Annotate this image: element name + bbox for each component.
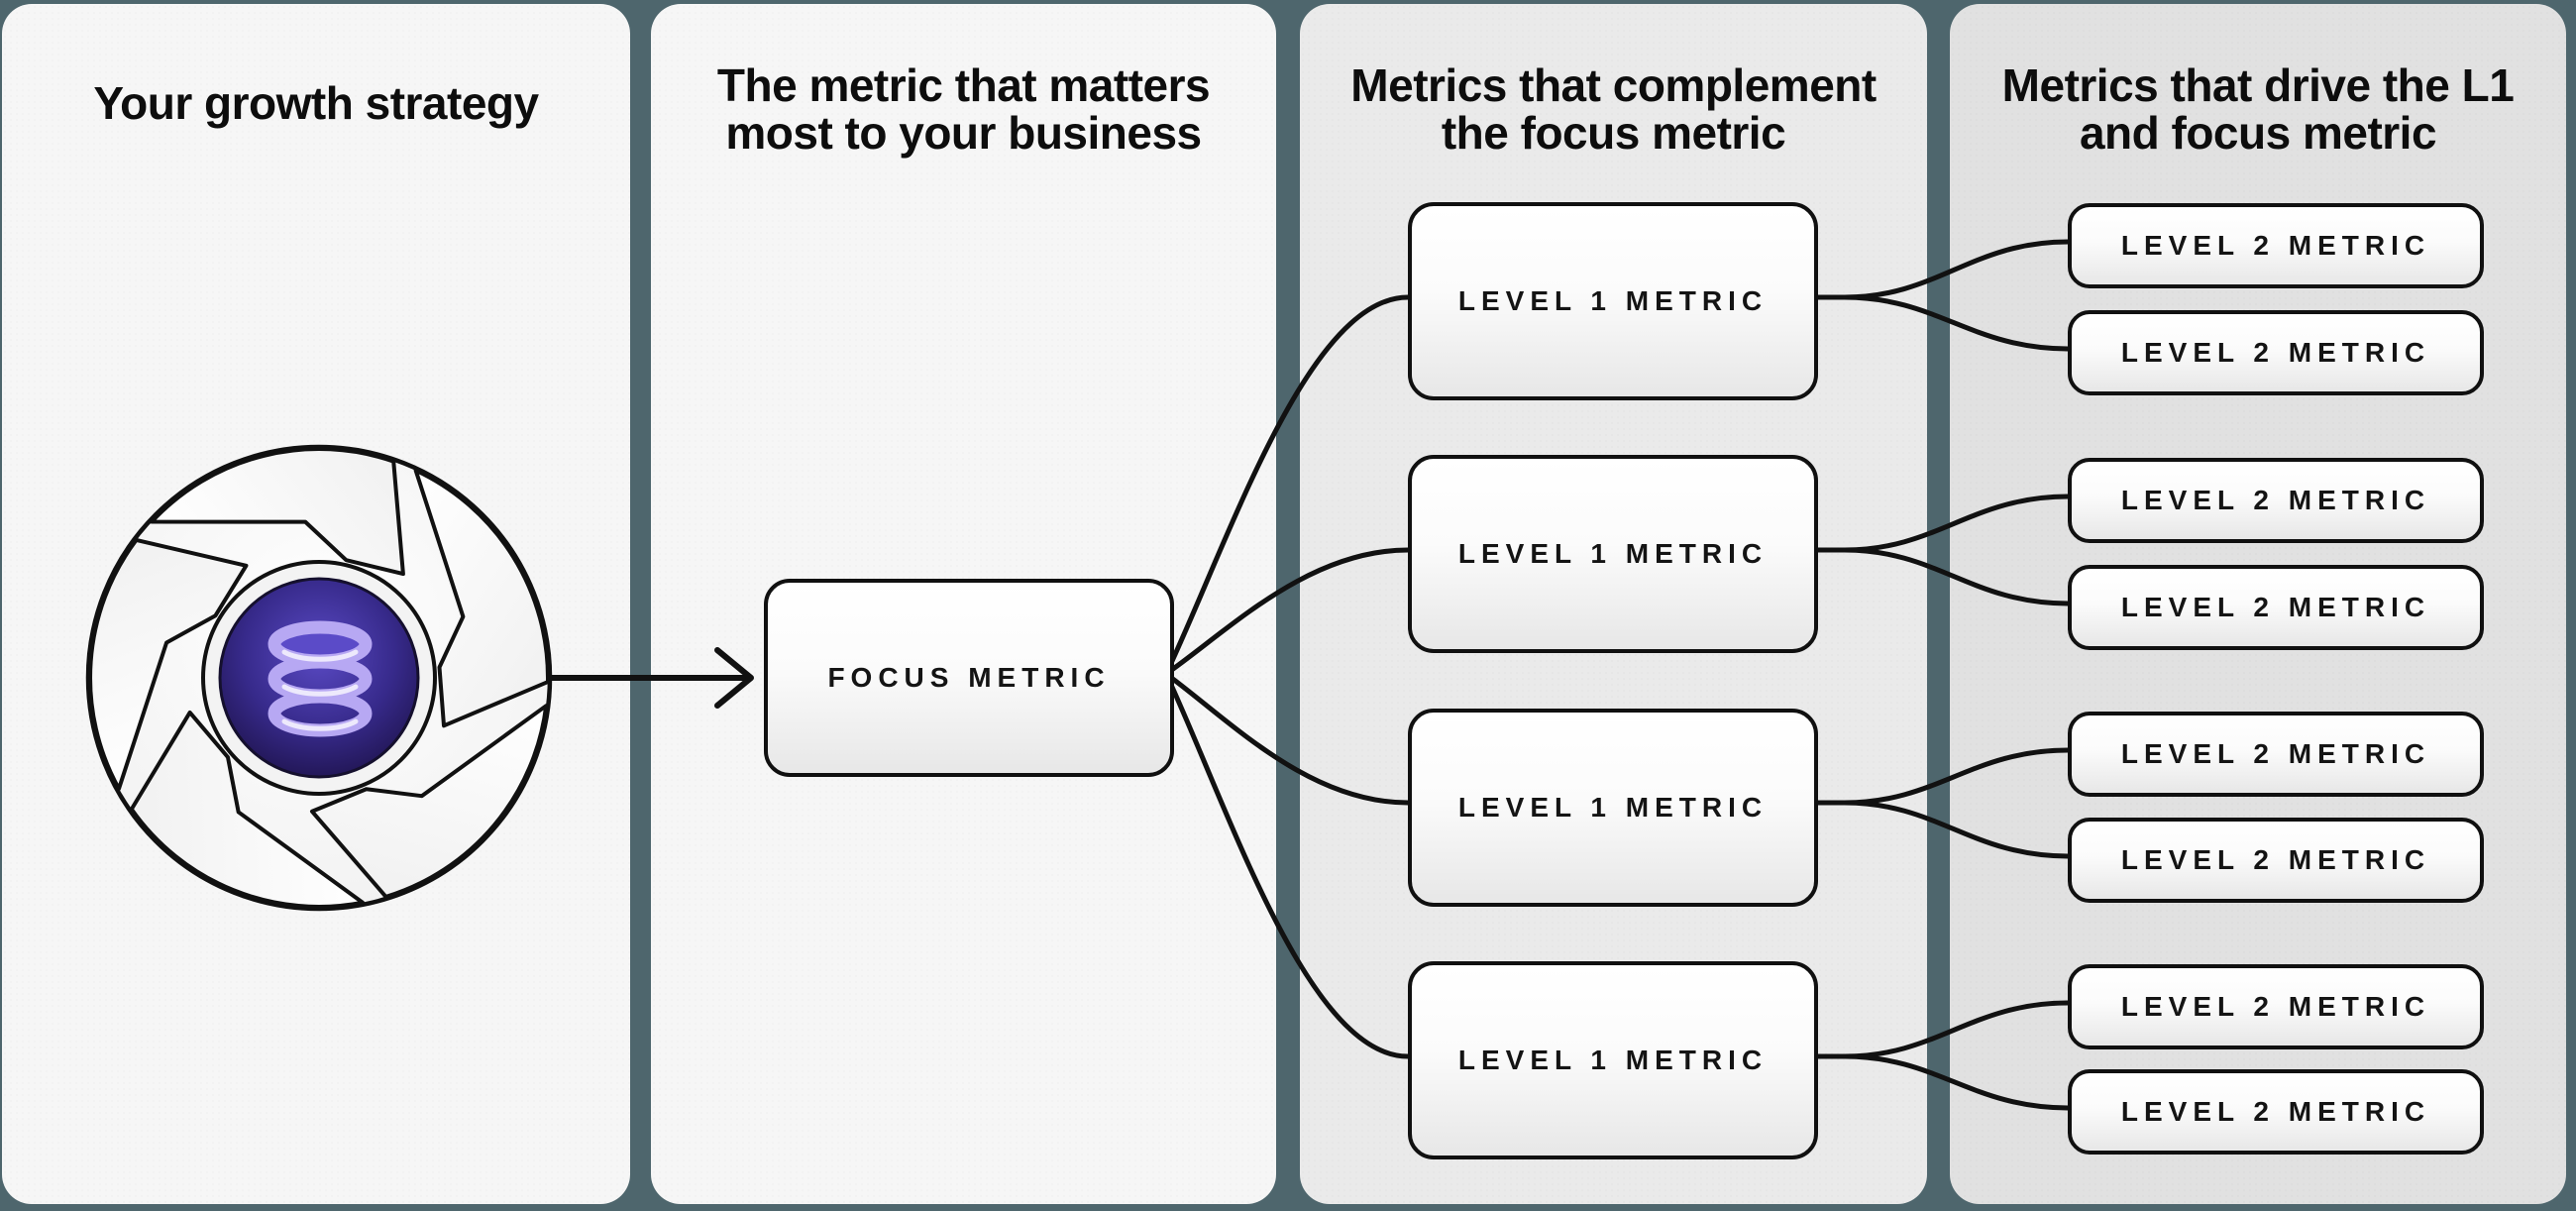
level2-metric-box: LEVEL 2 METRIC xyxy=(2068,458,2484,543)
level2-metric-box: LEVEL 2 METRIC xyxy=(2068,818,2484,903)
panel-title: Metrics that complement the focus metric xyxy=(1350,59,1877,159)
level1-metric-label: LEVEL 1 METRIC xyxy=(1457,792,1769,823)
arrow-head xyxy=(714,647,754,709)
level2-metric-box: LEVEL 2 METRIC xyxy=(2068,712,2484,797)
level2-metric-label: LEVEL 2 METRIC xyxy=(2120,991,2431,1022)
panel-title: Your growth strategy xyxy=(93,77,539,129)
level2-metric-box: LEVEL 2 METRIC xyxy=(2068,1069,2484,1155)
flywheel-core xyxy=(218,577,420,779)
level2-metric-label: LEVEL 2 METRIC xyxy=(2120,230,2431,261)
level1-metric-box: LEVEL 1 METRIC xyxy=(1408,455,1818,653)
level2-metric-label: LEVEL 2 METRIC xyxy=(2120,485,2431,515)
focus-metric-box: FOCUS METRIC xyxy=(764,579,1174,777)
level2-metric-box: LEVEL 2 METRIC xyxy=(2068,310,2484,395)
flywheel-blades xyxy=(88,447,550,909)
level2-metric-label: LEVEL 2 METRIC xyxy=(2120,844,2431,875)
level1-metric-box: LEVEL 1 METRIC xyxy=(1408,202,1818,400)
level2-metric-box: LEVEL 2 METRIC xyxy=(2068,565,2484,650)
level2-metric-label: LEVEL 2 METRIC xyxy=(2120,738,2431,769)
flywheel-icon xyxy=(85,444,553,912)
level2-metric-label: LEVEL 2 METRIC xyxy=(2120,337,2431,368)
level1-metric-label: LEVEL 1 METRIC xyxy=(1457,285,1769,316)
database-icon xyxy=(268,620,373,737)
focus-to-l1-connectors xyxy=(1163,294,1411,1059)
arrow-strategy-to-focus xyxy=(545,647,754,709)
panel-title: Metrics that drive the L1 and focus metr… xyxy=(2001,59,2515,159)
level1-metric-box: LEVEL 1 METRIC xyxy=(1408,961,1818,1159)
level2-metric-label: LEVEL 2 METRIC xyxy=(2120,592,2431,622)
level1-metric-box: LEVEL 1 METRIC xyxy=(1408,709,1818,907)
panel-title: The metric that matters most to your bus… xyxy=(716,59,1211,159)
focus-metric-label: FOCUS METRIC xyxy=(827,662,1111,693)
level2-metric-label: LEVEL 2 METRIC xyxy=(2120,1096,2431,1127)
level2-metric-box: LEVEL 2 METRIC xyxy=(2068,964,2484,1049)
l1-to-l2-connectors xyxy=(1811,239,2071,1111)
level2-metric-box: LEVEL 2 METRIC xyxy=(2068,203,2484,288)
level1-metric-label: LEVEL 1 METRIC xyxy=(1457,538,1769,569)
level1-metric-label: LEVEL 1 METRIC xyxy=(1457,1045,1769,1075)
